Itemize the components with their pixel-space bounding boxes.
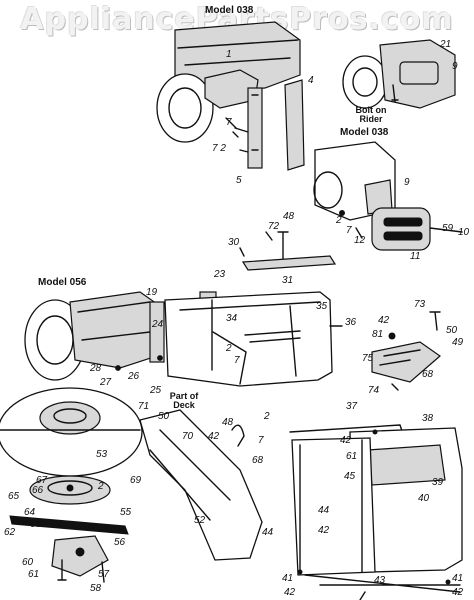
callout-61-blade: 61 [28,569,40,580]
model-label-top: Model 038 [205,5,254,16]
callout-7-mount: 7 [234,355,240,366]
callout-67: 67 [36,475,48,486]
engine-with-muffler [313,141,463,251]
callout-48-chute: 48 [222,417,234,428]
callout-7: 7 [226,117,232,128]
callout-71: 71 [138,401,150,412]
callout-11: 11 [410,251,421,262]
callout-21: 21 [440,39,452,50]
callout-50-deck: 50 [158,411,170,422]
mower-deck [0,387,143,477]
callout-50-top: 50 [446,325,458,336]
callout-35: 35 [316,301,328,312]
callout-31: 31 [282,275,294,286]
tractor-rear-assembly [156,21,305,171]
callout-30: 30 [228,237,240,248]
callout-61-bag: 61 [346,451,358,462]
callout-2-mount: 2 [226,343,232,354]
callout-55: 55 [120,507,132,518]
callout-73: 73 [414,299,426,310]
callout-42-bag: 42 [340,435,352,446]
callout-42-chute: 42 [208,431,220,442]
callout-12: 12 [354,235,366,246]
callout-66: 66 [32,485,44,496]
deflector-plate [371,311,441,391]
callout-65: 65 [8,491,20,502]
callout-42-left: 42 [284,587,296,598]
callout-49: 49 [452,337,464,348]
note-part-of-deck: Part of Deck [169,391,199,411]
callout-64: 64 [24,507,36,518]
callout-52: 52 [194,515,206,526]
callout-27: 27 [100,377,112,388]
callout-38: 38 [422,413,434,424]
callout-74: 74 [368,385,380,396]
callout-45: 45 [344,471,356,482]
callout-2-chute: 2 [264,411,270,422]
callout-68-chute: 68 [252,455,264,466]
callout-57: 57 [98,569,110,580]
callout-19: 19 [146,287,158,298]
blade-assembly [9,475,129,583]
callout-48-bar: 48 [283,211,295,222]
callout-62: 62 [4,527,16,538]
callout-72-bar: 72 [268,221,280,232]
callout-53: 53 [96,449,108,460]
callout-41-right: 41 [452,573,464,584]
callout-69: 69 [130,475,142,486]
callout-4: 4 [308,75,314,86]
grass-bagger [289,424,463,600]
callout-2-blade: 2 [98,481,104,492]
callout-39: 39 [432,477,444,488]
callout-43: 43 [374,575,386,586]
callout-58: 58 [90,583,102,594]
callout-63: 63 [30,519,42,530]
callout-70: 70 [182,431,194,442]
callout-26: 26 [128,371,140,382]
callout-25: 25 [150,385,162,396]
discharge-chute [139,409,263,561]
callout-23: 23 [214,269,226,280]
engine-top-right [342,39,456,109]
callout-44-lower: 44 [262,527,274,538]
callout-40: 40 [418,493,430,504]
callout-42-frame: 42 [318,525,330,536]
callout-42-top: 42 [378,315,390,326]
callout-81: 81 [372,329,384,340]
callout-72: 7 2 [212,143,226,154]
callout-9-mid: 9 [404,177,410,188]
support-bar-31 [239,231,337,271]
callout-60: 60 [22,557,34,568]
callout-5: 5 [236,175,242,186]
model-label-right: Model 038 [340,127,389,138]
callout-1: 1 [226,49,232,60]
callout-56: 56 [114,537,126,548]
note-bolt-on-rider: Bolt on Rider [355,105,387,125]
callout-9-top: 9 [452,61,458,72]
callout-34: 34 [226,313,238,324]
callout-2-engine: 2 [336,215,342,226]
callout-36: 36 [345,317,357,328]
callout-7-chute: 7 [258,435,264,446]
callout-28: 28 [90,363,102,374]
callout-44-left: 44 [318,505,330,516]
chute-mount-assembly [24,291,343,387]
callout-24: 24 [152,319,164,330]
callout-7-engine: 7 [346,225,352,236]
callout-37: 37 [346,401,358,412]
model-label-left: Model 056 [38,277,87,288]
callout-75: 75 [362,353,374,364]
callout-42-right: 42 [452,587,464,598]
callout-41-left: 41 [282,573,294,584]
callout-10: 10 [458,227,470,238]
callout-68-plate: 68 [422,369,434,380]
callout-59: 59 [442,223,454,234]
